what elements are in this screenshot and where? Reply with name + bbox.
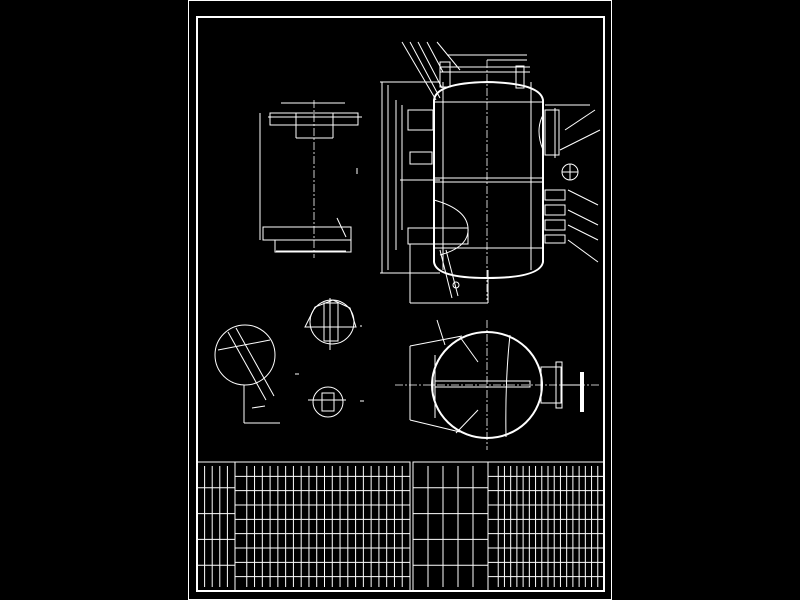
parts-list-table-left (196, 461, 411, 592)
parts-list-table-right (412, 461, 605, 592)
title-block-tables (196, 461, 605, 592)
vessel-plan-view (395, 319, 600, 450)
vessel-elevation-view (380, 41, 601, 304)
support-stand-view (259, 100, 362, 258)
detail-views (214, 298, 364, 424)
